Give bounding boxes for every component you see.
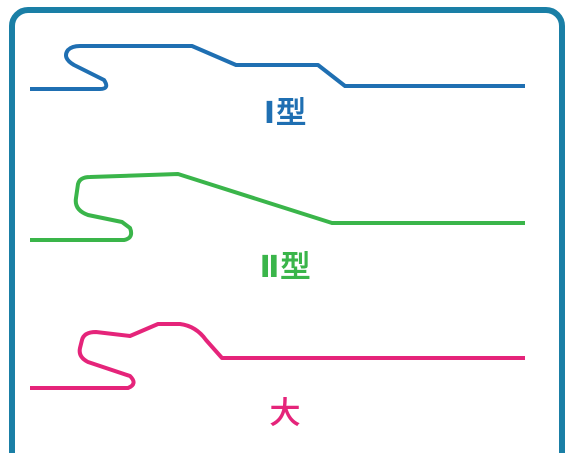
type1-profile-line (30, 44, 525, 91)
type3-label: 大 (270, 396, 301, 431)
type3-profile-line (30, 322, 525, 390)
type2-label: Ⅱ型 (259, 250, 312, 285)
frame-border (9, 7, 565, 453)
type1-label: Ⅰ型 (263, 96, 308, 131)
type2-profile-line (30, 172, 525, 242)
